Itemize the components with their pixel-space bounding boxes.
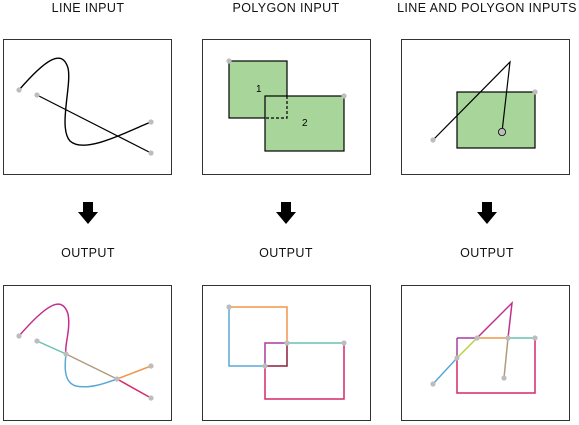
hidden-edge-dashed (265, 96, 288, 119)
header-polygon-input: POLYGON INPUT (232, 1, 340, 15)
header-line-and-polygon-inputs: LINE AND POLYGON INPUTS (397, 1, 577, 15)
output-edge-crimson (264, 343, 345, 400)
output-segment-tan (65, 353, 118, 380)
output-segment-blue (64, 353, 118, 388)
down-arrow-icon (78, 202, 98, 224)
vertex (226, 58, 232, 64)
output-segment-orange (116, 365, 152, 380)
output-segment-magenta (18, 303, 70, 355)
vertex (341, 340, 347, 346)
header-line-input: LINE INPUT (51, 1, 125, 15)
input-curve-line (18, 57, 152, 146)
output-polygon-edge-crimson (456, 338, 536, 394)
vertex (16, 333, 22, 339)
vertex (532, 335, 538, 341)
vertex-highlight (497, 127, 506, 136)
vertex (532, 89, 538, 95)
vertex (454, 355, 460, 361)
output-line-tan (503, 337, 509, 379)
output-line-magenta (476, 300, 513, 339)
vertex (501, 375, 507, 381)
panel-line-output (3, 285, 172, 421)
down-arrow-icon (276, 202, 296, 224)
vertex (262, 363, 268, 369)
vertex (284, 340, 290, 346)
output-edge-purple (264, 342, 287, 366)
polygon-label-1: 1 (256, 84, 262, 95)
input-polyline (432, 60, 511, 141)
vertex (63, 351, 69, 357)
output-label-line: OUTPUT (61, 246, 115, 260)
output-segment-teal (36, 340, 67, 355)
vertex (16, 87, 22, 93)
down-arrow-icon (477, 202, 497, 224)
vertex (34, 338, 40, 344)
vertex (148, 363, 154, 369)
vertex (341, 93, 347, 99)
vertex (34, 92, 40, 98)
vertex (430, 381, 436, 387)
output-line-blue (432, 357, 458, 385)
output-segment-crimson (116, 378, 152, 399)
output-edge-blue (228, 307, 265, 367)
panel-line-and-polygon-output (401, 285, 570, 421)
vertex (148, 150, 154, 156)
panel-line-input (3, 39, 172, 175)
output-label-both: OUTPUT (460, 246, 514, 260)
vertex (114, 376, 120, 382)
vertex (226, 304, 232, 310)
output-line-yellow-green (456, 337, 478, 359)
output-edge-orange (229, 306, 288, 343)
input-straight-line (36, 94, 152, 154)
vertex (430, 137, 436, 143)
vertex (148, 395, 154, 401)
polygon-3 (456, 91, 536, 149)
polygon-2 (264, 95, 345, 152)
polygon-label-2: 2 (302, 118, 308, 129)
output-edge-dark-red (265, 343, 288, 367)
vertex (148, 119, 154, 125)
output-label-polygon: OUTPUT (259, 246, 313, 260)
vertex (505, 335, 511, 341)
vertex (474, 335, 480, 341)
